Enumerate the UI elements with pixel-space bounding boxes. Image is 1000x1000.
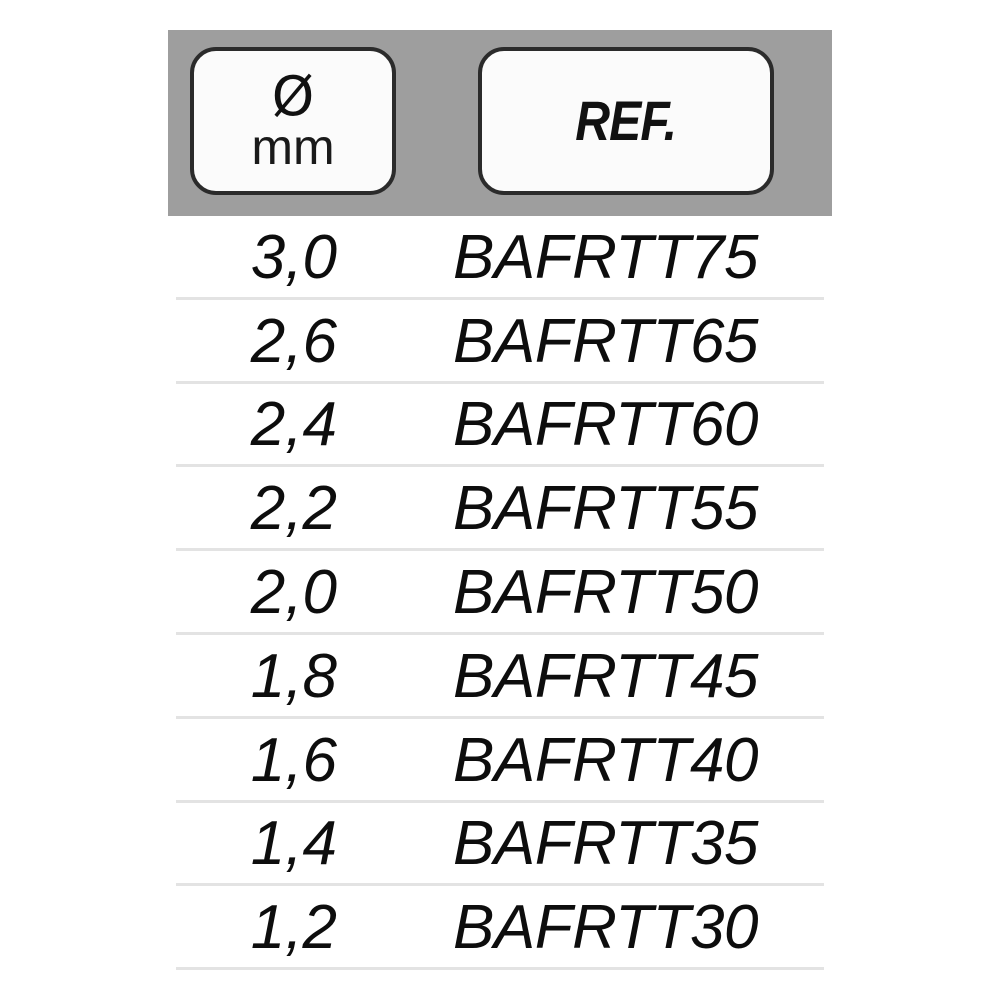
table-row[interactable]: 2,6 BAFRTT65 — [0, 300, 1000, 384]
cell-diameter: 1,2 — [250, 893, 337, 963]
table-row[interactable]: 1,6 BAFRTT40 — [0, 719, 1000, 803]
table-row[interactable]: 1,2 BAFRTT30 — [0, 886, 1000, 971]
diameter-icon: Ø — [271, 65, 315, 128]
cell-reference: BAFRTT75 — [453, 222, 758, 292]
row-divider — [176, 548, 824, 552]
table-row[interactable]: 1,8 BAFRTT45 — [0, 635, 1000, 719]
row-divider — [176, 380, 824, 384]
cell-diameter: 1,6 — [250, 725, 337, 795]
cell-diameter: 2,2 — [250, 474, 337, 544]
cell-diameter: 2,0 — [250, 558, 337, 628]
cell-diameter: 3,0 — [250, 222, 337, 292]
table-row[interactable]: 2,4 BAFRTT60 — [0, 384, 1000, 468]
cell-reference: BAFRTT40 — [453, 725, 758, 795]
cell-reference: BAFRTT60 — [453, 390, 758, 460]
cell-reference: BAFRTT65 — [453, 306, 758, 376]
row-divider — [176, 464, 824, 468]
diameter-unit-label: mm — [251, 119, 335, 175]
cell-reference: BAFRTT45 — [453, 641, 758, 711]
cell-diameter: 1,8 — [250, 641, 337, 711]
cell-diameter: 2,4 — [250, 390, 337, 460]
table-row[interactable]: 2,0 BAFRTT50 — [0, 551, 1000, 635]
row-divider — [176, 799, 824, 803]
cell-reference: BAFRTT55 — [453, 474, 758, 544]
header-cell-diameter[interactable]: Ø mm — [190, 47, 396, 195]
table-row[interactable]: 1,4 BAFRTT35 — [0, 803, 1000, 887]
row-divider — [176, 967, 824, 971]
row-divider — [176, 296, 824, 300]
cell-diameter: 2,6 — [250, 306, 337, 376]
reference-label: REF. — [575, 89, 678, 152]
table-header-band: Ø mm REF. — [168, 30, 832, 216]
cell-reference: BAFRTT30 — [453, 893, 758, 963]
cell-reference: BAFRTT50 — [453, 558, 758, 628]
table-row[interactable]: 2,2 BAFRTT55 — [0, 467, 1000, 552]
header-cell-reference[interactable]: REF. — [478, 47, 774, 195]
row-divider — [176, 715, 824, 719]
table-row[interactable]: 3,0 BAFRTT75 — [0, 216, 1000, 300]
cell-reference: BAFRTT35 — [453, 809, 758, 879]
cell-diameter: 1,4 — [250, 809, 337, 879]
row-divider — [176, 631, 824, 635]
row-divider — [176, 883, 824, 887]
table-body: 3,0 BAFRTT75 2,6 BAFRTT65 2,4 BAFRTT60 2… — [0, 216, 1000, 971]
